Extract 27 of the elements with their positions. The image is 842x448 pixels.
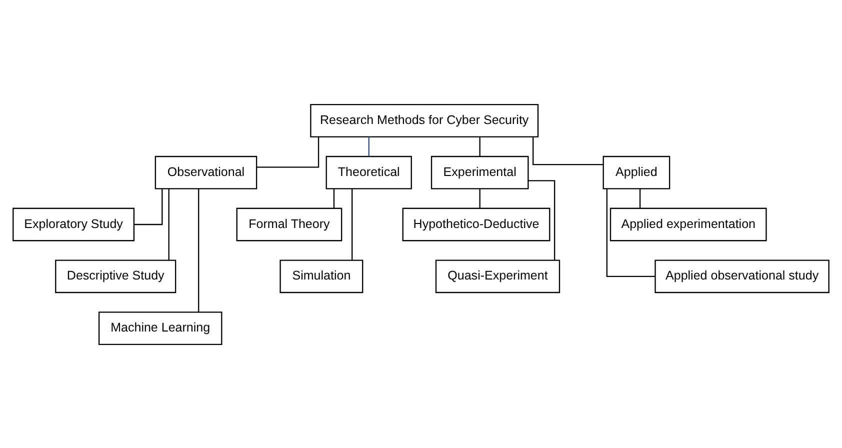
node-box: Simulation	[280, 259, 364, 293]
connector	[479, 136, 480, 156]
connector	[368, 136, 370, 156]
node-box: Machine Learning	[98, 311, 222, 344]
connector	[134, 188, 163, 225]
node-box: Observational	[154, 155, 258, 189]
node-box: Theoretical	[326, 155, 412, 189]
connector	[333, 188, 335, 208]
connector	[479, 188, 480, 208]
connector	[532, 136, 604, 165]
node-box: Experimental	[430, 155, 529, 189]
connector	[639, 188, 641, 208]
node-box: Exploratory Study	[12, 207, 135, 241]
node-box: Applied observational study	[654, 259, 830, 293]
connector	[256, 136, 320, 168]
node-box: Quasi-Experiment	[435, 259, 560, 293]
connector	[606, 188, 655, 276]
node-box: Research Methods for Cyber Security	[310, 104, 539, 137]
node-box: Descriptive Study	[55, 259, 176, 293]
connector	[352, 188, 353, 260]
node-box: Hypothetico-Deductive	[402, 207, 550, 241]
node-box: Formal Theory	[236, 207, 342, 241]
connector	[168, 188, 170, 260]
connector	[528, 180, 556, 260]
node-box: Applied experimentation	[610, 207, 767, 241]
connector	[198, 188, 200, 312]
node-box: Applied	[602, 155, 670, 189]
